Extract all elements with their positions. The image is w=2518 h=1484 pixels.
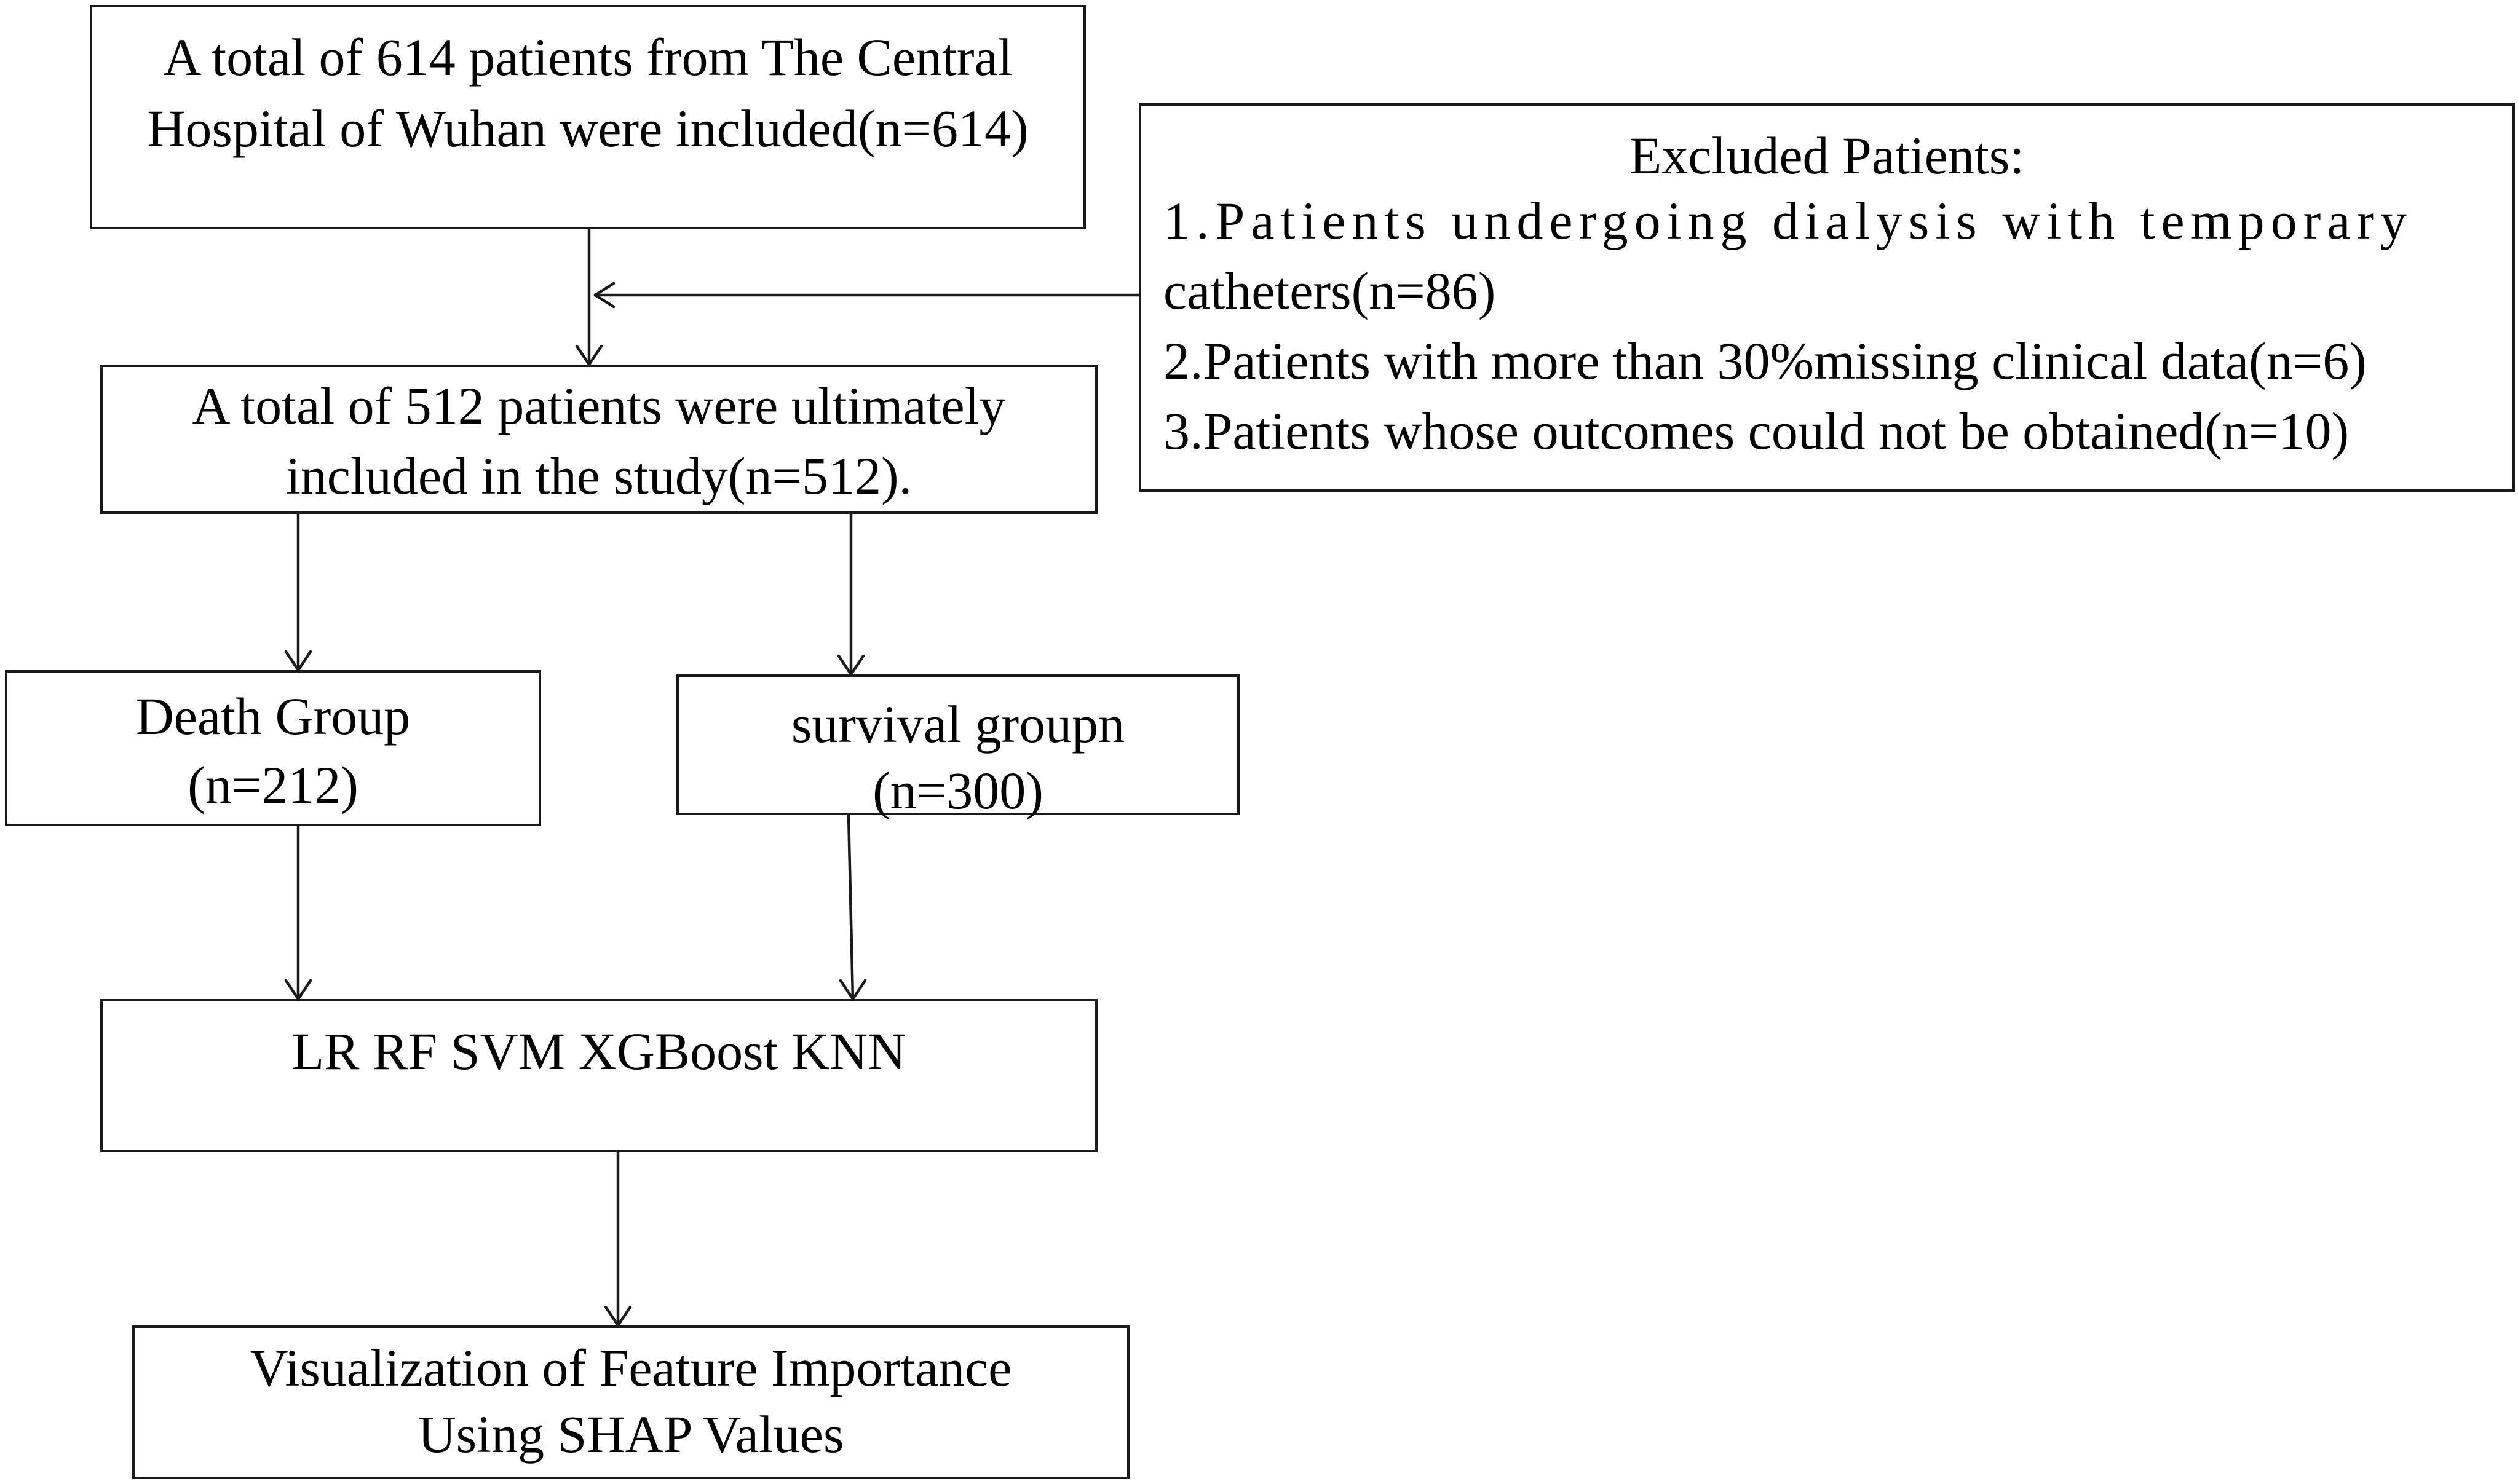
excluded-title: Excluded Patients:: [1629, 126, 2025, 185]
start-box-line1: A total of 614 patients from The Central: [163, 28, 1013, 87]
included-box-line1: A total of 512 patients were ultimately: [192, 376, 1006, 435]
arrow-survival-to-models: [847, 813, 855, 1001]
models-label: LR RF SVM XGBoost KNN: [291, 1022, 906, 1081]
survival-group-line1: survival groupn: [791, 695, 1125, 754]
excluded-item-1-line2: catheters(n=86): [1163, 261, 1496, 320]
start-box-line2: Hospital of Wuhan were included(n=614): [147, 99, 1029, 158]
shap-box: Visualization of Feature Importance Usin…: [132, 1325, 1130, 1479]
shap-line2: Using SHAP Values: [418, 1405, 844, 1464]
arrowhead-excluded-to-main: [593, 282, 616, 309]
death-group-box: Death Group (n=212): [5, 670, 541, 826]
excluded-item-3: 3.Patients whose outcomes could not be o…: [1163, 401, 2350, 460]
survival-group-box: survival groupn (n=300): [676, 674, 1240, 820]
death-group-line1: Death Group: [135, 687, 411, 746]
models-box: LR RF SVM XGBoost KNN: [100, 999, 1098, 1152]
excluded-box: Excluded Patients: 1.Patients undergoing…: [1139, 103, 2515, 492]
included-box: A total of 512 patients were ultimately …: [100, 365, 1098, 514]
excluded-item-1-line1: 1.Patients undergoing dialysis with temp…: [1163, 191, 2413, 250]
death-group-line2: (n=212): [188, 756, 358, 815]
excluded-item-2: 2.Patients with more than 30%missing cli…: [1163, 331, 2367, 390]
included-box-line2: included in the study(n=512).: [285, 446, 913, 505]
survival-group-line2: (n=300): [873, 761, 1043, 820]
shap-line1: Visualization of Feature Importance: [250, 1338, 1012, 1397]
start-box: A total of 614 patients from The Central…: [90, 5, 1086, 229]
